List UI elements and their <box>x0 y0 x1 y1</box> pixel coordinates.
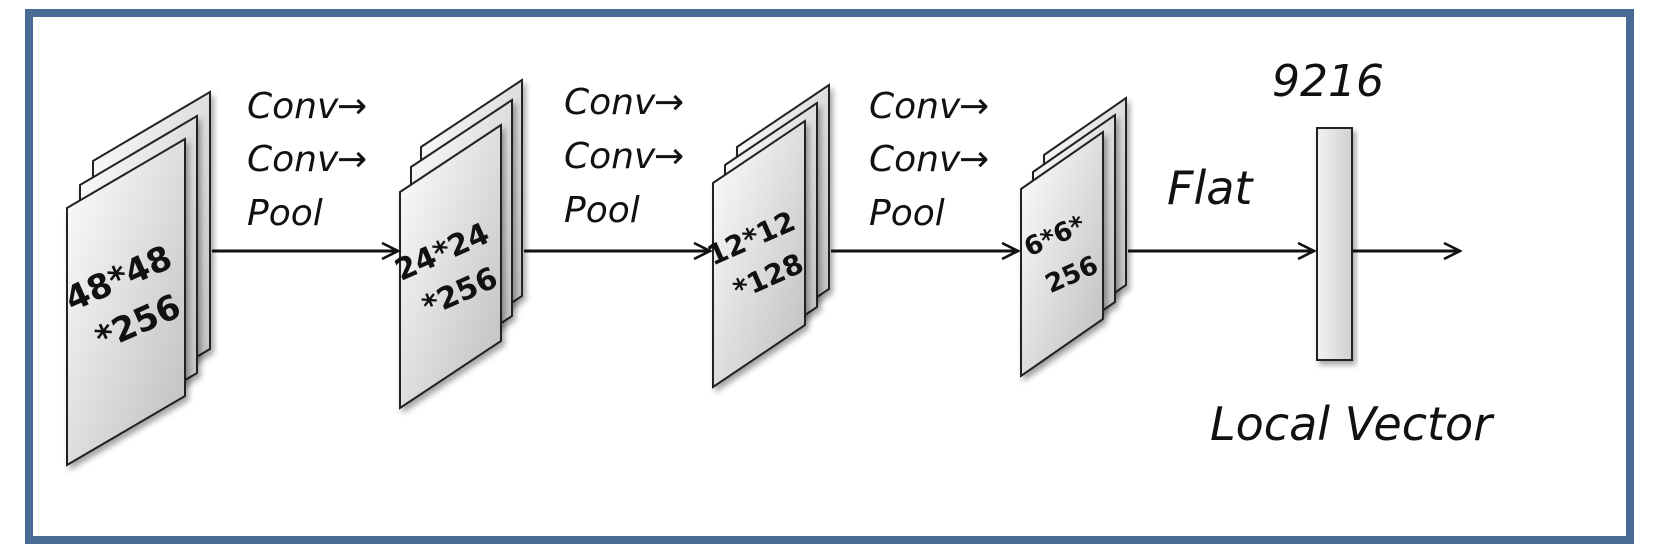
op-label-group-3: Conv → Conv → Pool <box>869 86 989 234</box>
op2-pool: Pool <box>564 190 640 231</box>
feature-map-1: 48*48 *256 <box>59 90 211 467</box>
vector-size-label: 9216 <box>1272 56 1384 107</box>
op2-conv-a: Conv <box>564 82 656 123</box>
fm2-sheet-front <box>399 123 502 410</box>
feature-map-2: 24*24 *256 <box>390 78 523 410</box>
feature-map-3: 12*12 *128 <box>702 83 830 389</box>
op1-conv-a: Conv <box>247 86 339 127</box>
op3-pool: Pool <box>869 193 945 234</box>
op2-conv-b: Conv <box>564 136 656 177</box>
op3-arrow-b: → <box>959 139 989 180</box>
fm1-sheet-front <box>66 137 186 467</box>
op3-conv-a: Conv <box>869 86 961 127</box>
op1-arrow-b: → <box>337 139 367 180</box>
flat-label: Flat <box>1167 161 1254 215</box>
op2-arrow-b: → <box>654 136 684 177</box>
local-vector-caption: Local Vector <box>1210 397 1495 451</box>
op1-arrow-a: → <box>337 86 367 127</box>
op3-arrow-a: → <box>959 86 989 127</box>
op1-conv-b: Conv <box>247 139 339 180</box>
op1-pool: Pool <box>247 193 323 234</box>
feature-map-4: 6*6* 256 <box>1020 96 1127 378</box>
op3-conv-b: Conv <box>869 139 961 180</box>
local-vector-bar <box>1316 127 1353 361</box>
op-label-group-1: Conv → Conv → Pool <box>247 86 367 234</box>
op2-arrow-a: → <box>654 82 684 123</box>
fm4-sheet-front <box>1020 130 1104 378</box>
op-label-group-2: Conv → Conv → Pool <box>564 82 684 231</box>
fm3-sheet-front <box>712 119 806 389</box>
